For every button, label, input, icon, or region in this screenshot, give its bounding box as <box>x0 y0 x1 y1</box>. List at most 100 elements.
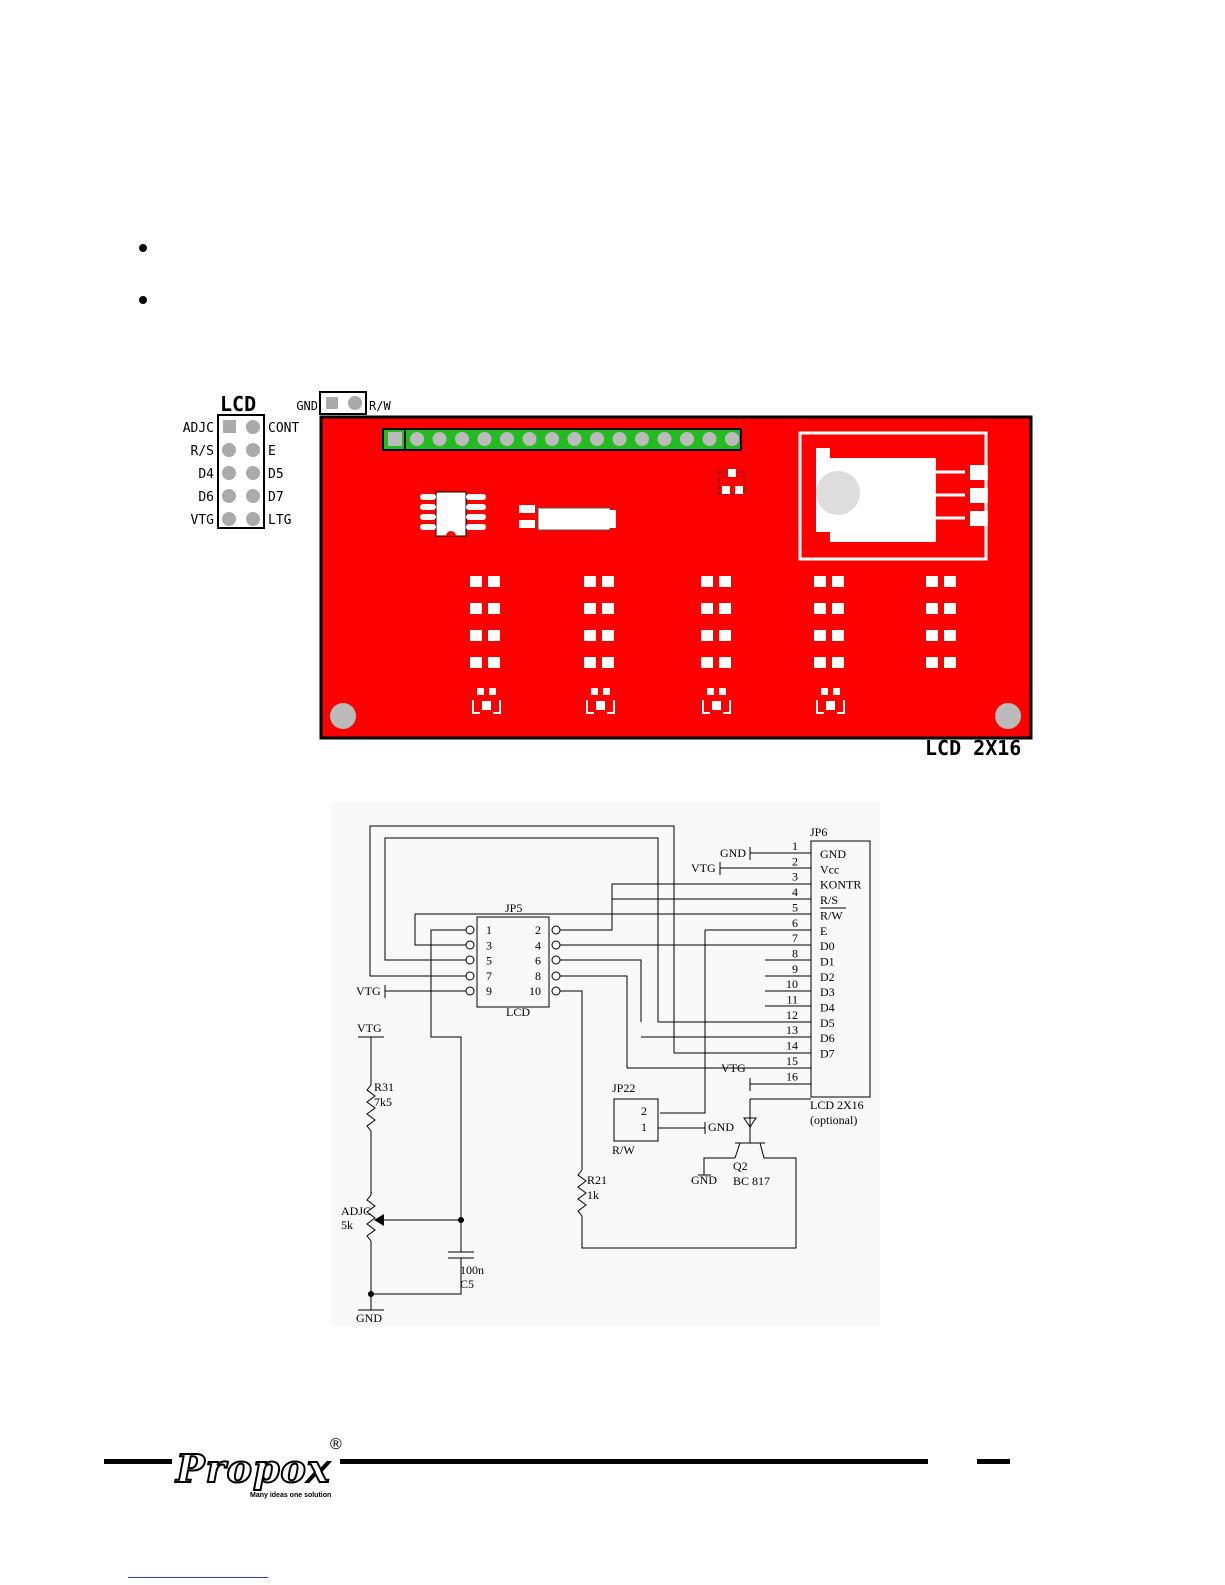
smd-pad <box>488 630 500 641</box>
q2-name: Q2 <box>733 1159 748 1173</box>
jp22-pin-1: 1 <box>641 1120 647 1134</box>
jp6-caption: LCD 2X16 <box>810 1098 864 1112</box>
connector-pin <box>388 432 402 446</box>
r21-value: 1k <box>587 1188 599 1202</box>
jp5-pin-number: 5 <box>486 954 492 968</box>
smd-pad <box>470 657 482 668</box>
jp5-title: JP5 <box>505 901 522 915</box>
jp6-pin-number: 15 <box>786 1054 798 1068</box>
connector-pin <box>410 432 424 446</box>
smd-pad <box>926 630 938 641</box>
pin-label-vtg: VTG <box>191 513 215 528</box>
connector-pin <box>702 432 717 446</box>
jp5-pin-number: 6 <box>535 954 541 968</box>
smd-jumpers-row <box>472 688 845 714</box>
jp5-pin-number: 8 <box>535 969 541 983</box>
smd-pad <box>470 630 482 641</box>
pin-label-rs: R/S <box>191 444 214 459</box>
jp22-pin-2: 2 <box>641 1104 647 1118</box>
q2-value: BC 817 <box>733 1174 770 1188</box>
jp22-caption: R/W <box>612 1143 635 1157</box>
connector-pin <box>725 432 739 446</box>
jp6-pin-name: D6 <box>820 1031 835 1045</box>
lcd-header-title: LCD <box>220 392 256 416</box>
jp6-pin-number: 10 <box>786 977 798 991</box>
net-vtg-r31: VTG <box>357 1021 382 1035</box>
smd-pad <box>814 630 826 641</box>
smd-jumper-footprint <box>702 688 731 714</box>
jp6-pin-name: D2 <box>820 970 835 984</box>
schematic-wires <box>358 825 871 1311</box>
pin-label-cont: CONT <box>268 421 299 436</box>
r31-name: R31 <box>374 1080 394 1094</box>
net-vtg-jp6: VTG <box>691 861 716 875</box>
r21-name: R21 <box>587 1173 607 1187</box>
connector-pin <box>432 432 447 446</box>
jumper-rw-label: R/W <box>369 399 391 413</box>
connector-pin <box>522 432 537 446</box>
adj-name: ADJC <box>341 1204 371 1218</box>
pcb-board <box>319 415 1033 740</box>
jp6-pin-number: 4 <box>792 885 798 899</box>
smd-pad <box>470 576 482 587</box>
jp6-pin-name: R/S <box>820 893 838 907</box>
smd-pad <box>832 576 844 587</box>
bullet-1 <box>139 244 147 252</box>
r31-value: 7k5 <box>374 1095 392 1109</box>
regulator-footprint <box>798 431 988 561</box>
jp5-pin-number: 4 <box>535 938 541 952</box>
smd-pad <box>701 603 713 614</box>
lcd-header-pins <box>222 420 260 526</box>
small-footprint <box>718 469 745 495</box>
smd-pad <box>926 576 938 587</box>
jp5-pin-number: 2 <box>535 923 541 937</box>
smd-pad <box>701 576 713 587</box>
jp6-pin-name: D3 <box>820 985 835 999</box>
jp5-pin-number: 1 <box>486 923 492 937</box>
smd-pad <box>584 576 596 587</box>
jp6-pin-name: KONTR <box>820 878 861 892</box>
jp6-pin-name: GND <box>820 847 846 861</box>
connector-pin <box>635 432 649 446</box>
connector-pin <box>680 432 694 446</box>
mount-hole-left <box>330 703 356 729</box>
q2-emitter-arrow <box>743 1117 757 1128</box>
jp5-pin-number: 10 <box>529 984 541 998</box>
footer-line-right <box>977 1459 1010 1464</box>
smd-pad <box>926 657 938 668</box>
jp6-pin-name: Vcc <box>820 862 839 876</box>
smd-pad <box>602 657 614 668</box>
pin-label-e: E <box>268 444 276 459</box>
jp6-pin-name: D1 <box>820 954 835 968</box>
pin-label-ltg: LTG <box>268 513 292 528</box>
smd-pad <box>584 657 596 668</box>
smd-pad <box>832 657 844 668</box>
pin-label-adjc: ADJC <box>183 421 214 436</box>
lcd-connector-strip <box>382 428 742 451</box>
connector-pin <box>612 432 627 446</box>
net-gnd-q2: GND <box>691 1173 717 1187</box>
bullet-2 <box>139 296 147 304</box>
jp6-pin-number: 2 <box>792 854 798 868</box>
lcd-header-outline <box>217 414 265 529</box>
jp6-pin-number: 9 <box>792 962 798 976</box>
jp6-pin-number: 5 <box>792 900 798 914</box>
smd-pad <box>470 603 482 614</box>
connector-pins <box>388 432 739 446</box>
connector-pin <box>477 432 492 446</box>
jp6-pin-number: 13 <box>786 1023 798 1037</box>
jp6-caption2: (optional) <box>810 1113 857 1127</box>
smd-pad <box>944 603 956 614</box>
registered-mark: ® <box>330 1436 342 1453</box>
footer-line-left <box>104 1459 172 1464</box>
pin-label-d5: D5 <box>268 467 284 482</box>
adj-wiper-arrow <box>374 1214 384 1226</box>
smd-jumper-footprint <box>816 688 845 714</box>
bottom-link-underline[interactable] <box>128 1577 268 1578</box>
connector-pin <box>545 432 559 446</box>
smd-pad <box>602 576 614 587</box>
smd-pad <box>814 603 826 614</box>
